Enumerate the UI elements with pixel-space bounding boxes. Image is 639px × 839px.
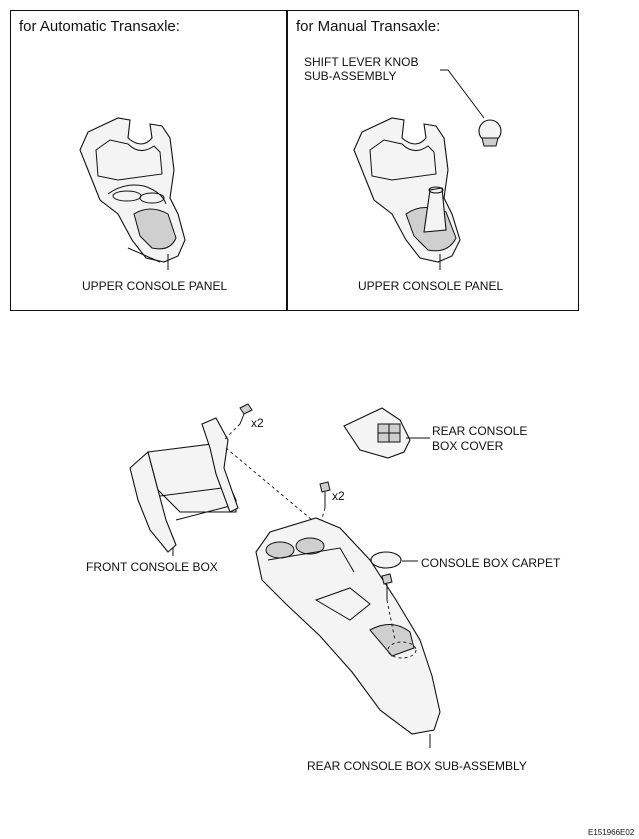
upper-console-panel-manual-illustration (353, 117, 461, 270)
manual-panel-title: for Manual Transaxle: (296, 18, 441, 35)
front-bolt-illustration (239, 403, 253, 425)
front-console-box-label: FRONT CONSOLE BOX (86, 560, 218, 574)
front-console-box-illustration (129, 417, 239, 556)
upper-console-panel-auto-label: UPPER CONSOLE PANEL (82, 279, 228, 293)
console-box-carpet-illustration (370, 551, 418, 569)
rear-console-box-cover-label-line1: REAR CONSOLE (432, 424, 528, 438)
shift-lever-knob-label-line2: SUB-ASSEMBLY (304, 69, 397, 83)
manual-panel (286, 10, 579, 311)
console-box-carpet-label: CONSOLE BOX CARPET (421, 556, 561, 570)
rear-console-box-cover-label-line2: BOX COVER (432, 439, 504, 453)
rear-console-box-sub-assembly-label: REAR CONSOLE BOX SUB-ASSEMBLY (307, 759, 527, 773)
carpet-bolt-illustration (381, 573, 393, 600)
rear-console-box-cover-illustration (343, 407, 430, 459)
shift-lever-knob-illustration (440, 69, 502, 147)
shift-lever-knob-label-line1: SHIFT LEVER KNOB (304, 55, 419, 69)
rear-console-box-sub-assembly-illustration (255, 517, 441, 748)
automatic-panel-title: for Automatic Transaxle: (19, 18, 180, 35)
upper-console-panel-auto-illustration (79, 117, 186, 270)
rear-bolt-quantity: x2 (332, 489, 345, 503)
front-bolt-quantity: x2 (251, 416, 264, 430)
figure-code: E151966E02 (588, 828, 635, 837)
automatic-panel (10, 10, 288, 311)
upper-console-panel-manual-label: UPPER CONSOLE PANEL (358, 279, 504, 293)
rear-bolt-illustration (319, 481, 331, 508)
